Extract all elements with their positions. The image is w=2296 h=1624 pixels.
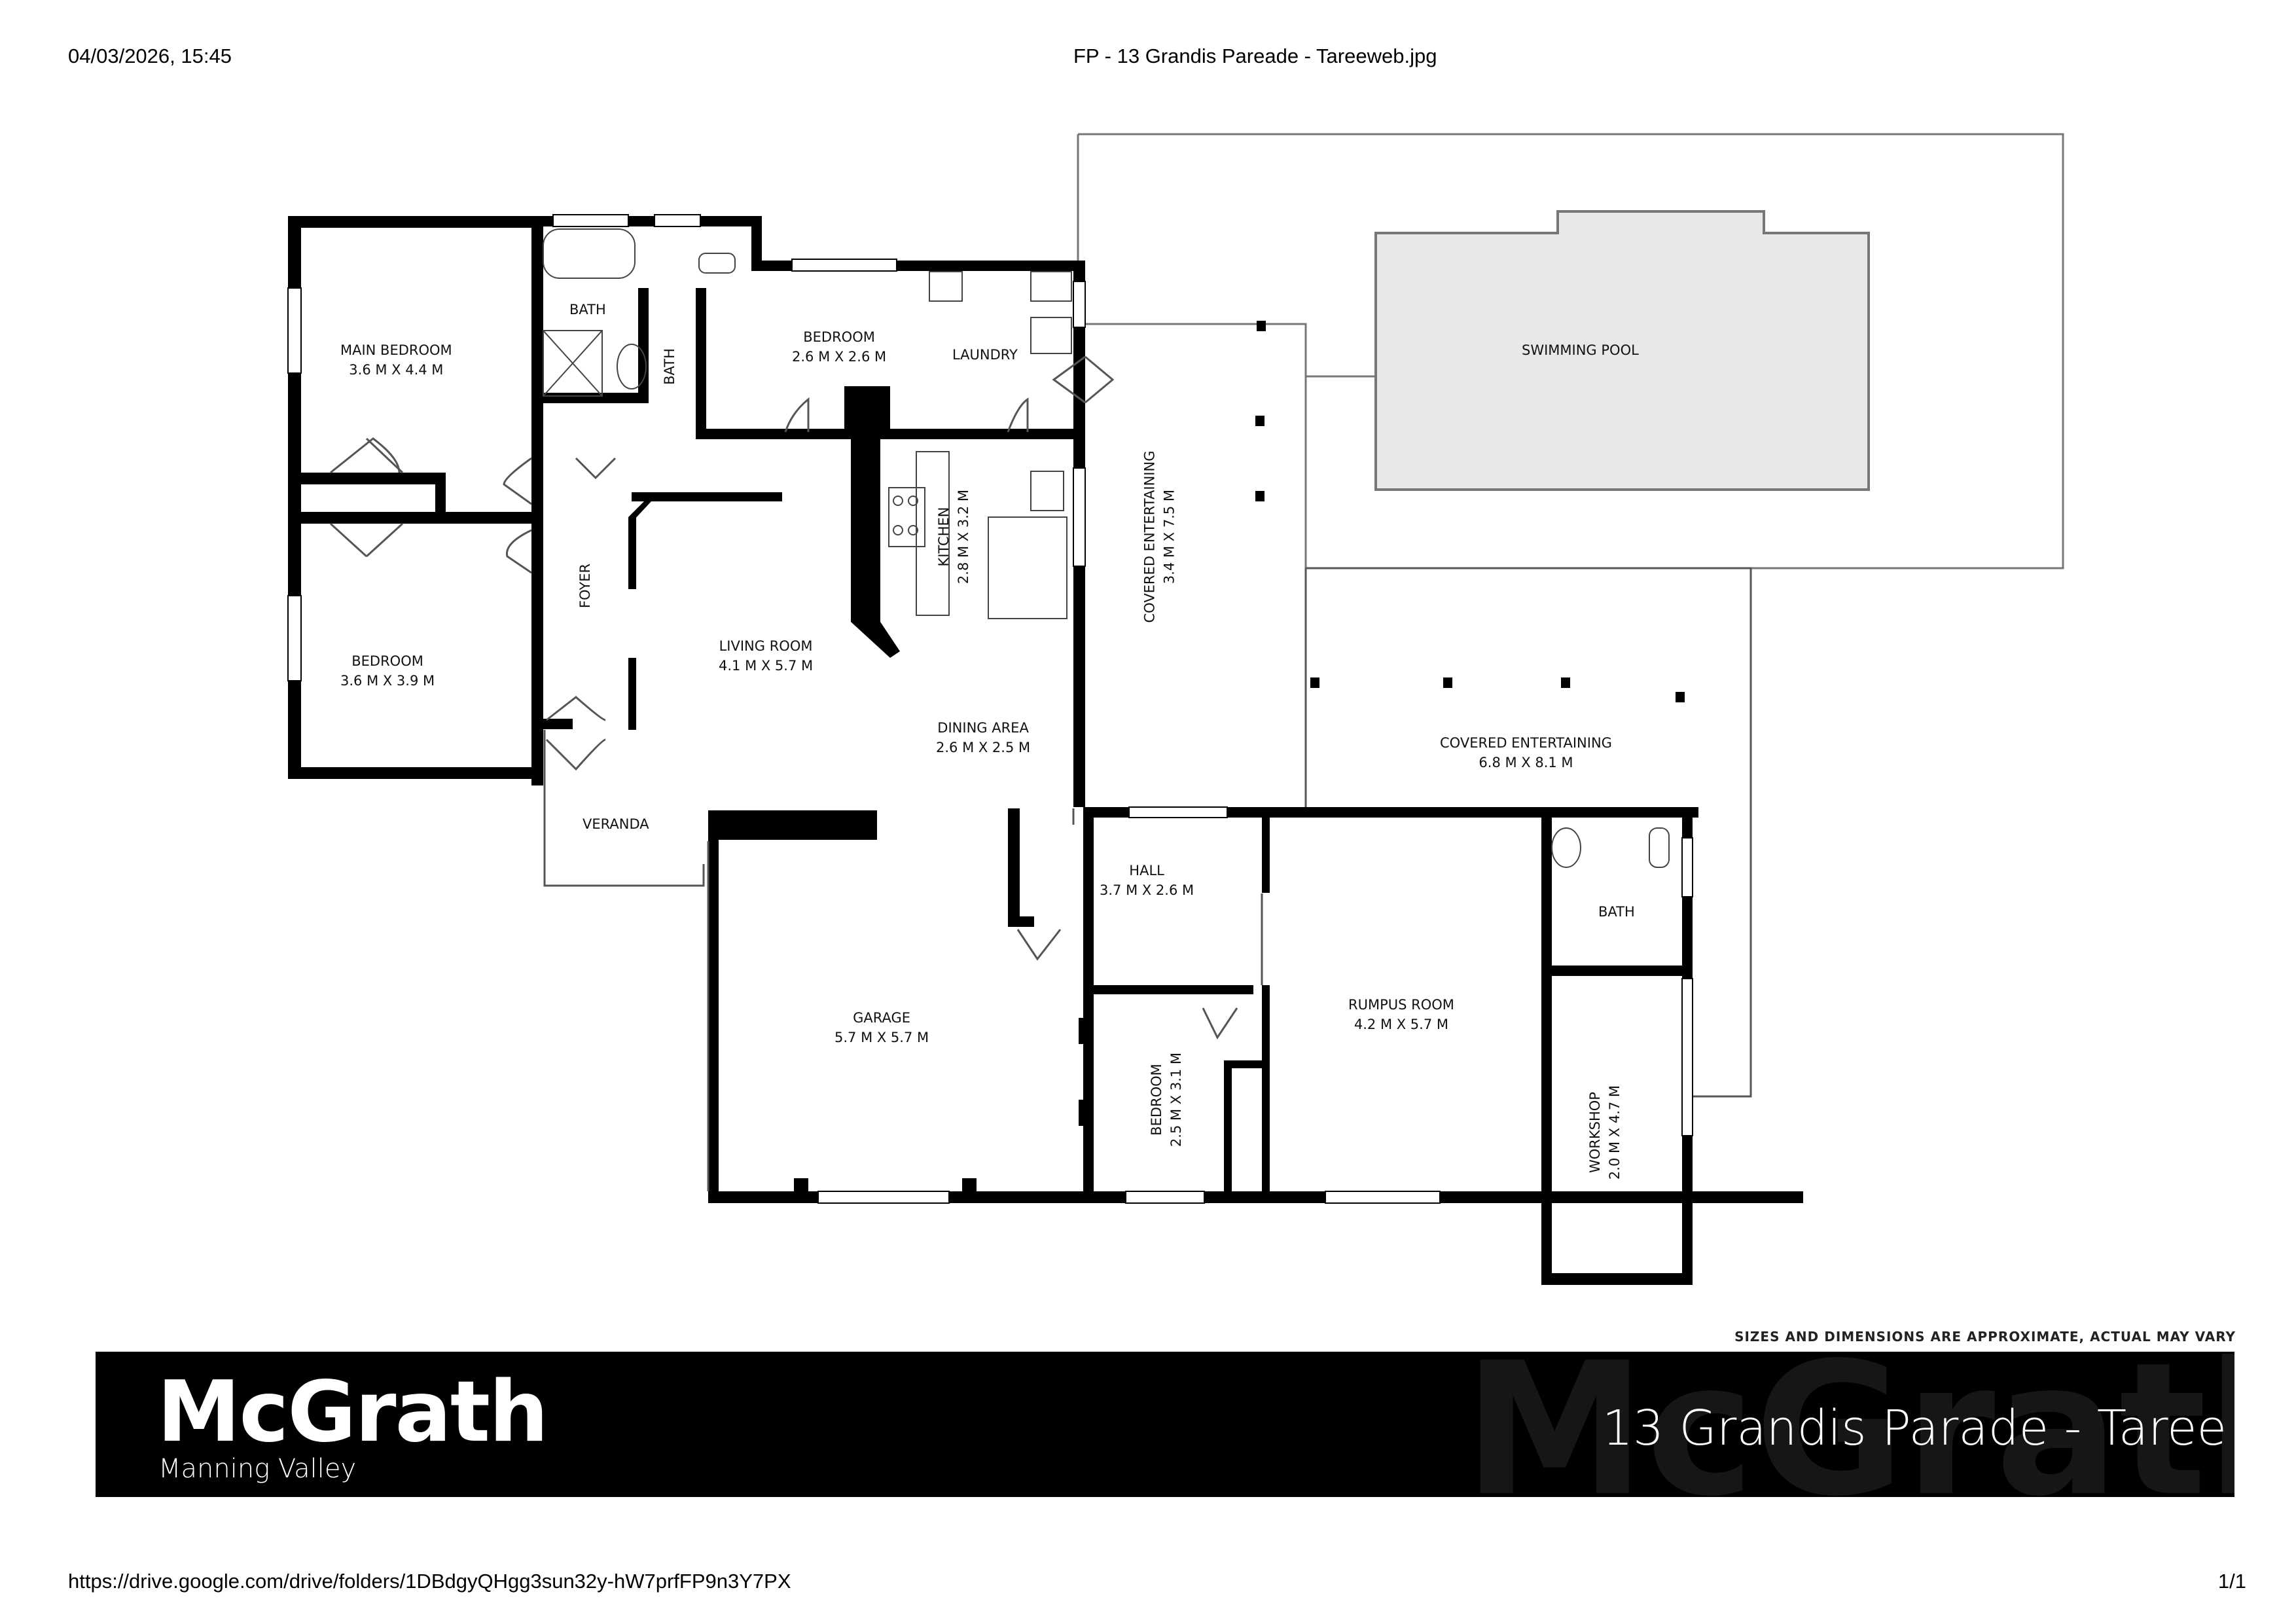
document-title: FP - 13 Grandis Pareade - Tareeweb.jpg	[1073, 45, 1437, 67]
room-label-laundry: LAUNDRY	[952, 347, 1018, 363]
property-address: 13 Grandis Parade - Taree	[1602, 1400, 2227, 1456]
room-label-foyer: FOYER	[577, 563, 594, 609]
covered-entertaining-outline	[1304, 567, 1752, 1098]
page-url[interactable]: https://drive.google.com/drive/folders/1…	[68, 1570, 791, 1593]
office-name: Manning Valley	[158, 1454, 357, 1484]
print-datetime: 04/03/2026, 15:45	[68, 45, 232, 67]
room-label-swimming-pool: SWIMMING POOL	[1522, 342, 1639, 358]
swimming-pool	[1374, 210, 1870, 491]
room-label-bath-3: BATH	[1598, 904, 1635, 920]
disclaimer: SIZES AND DIMENSIONS ARE APPROXIMATE, AC…	[1734, 1329, 2236, 1344]
brand-watermark: McGrath	[1463, 1352, 2234, 1497]
brand-logo: McGrath	[157, 1363, 548, 1461]
agency-banner: McGrath McGrath Manning Valley 13 Grandi…	[96, 1352, 2234, 1497]
room-label-bath-2: BATH	[661, 348, 677, 385]
room-label-veranda: VERANDA	[583, 816, 649, 832]
room-label-bath-1: BATH	[569, 302, 606, 317]
veranda-outline	[543, 730, 705, 887]
page-number: 1/1	[2217, 1570, 2246, 1593]
